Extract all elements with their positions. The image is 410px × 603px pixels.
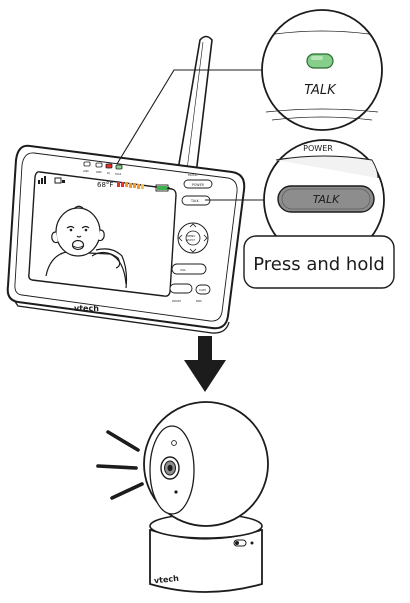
nav-down-arrow-icon	[189, 248, 197, 253]
talk-led-label: TALK	[304, 83, 337, 98]
callout-leader-lines	[116, 69, 268, 201]
power-button-partial-label: POWER	[303, 144, 333, 153]
sound-level-meter	[117, 182, 144, 189]
monitor-brand: vtech	[74, 304, 99, 313]
led-leader-line	[116, 69, 268, 165]
led-label-snd: SND	[96, 170, 102, 174]
monitor-controls: MUSIC POWER TALK MENU SELECT VOL ZOOM CA…	[169, 173, 213, 303]
nav-up-arrow-icon	[189, 223, 197, 228]
nav-right-arrow-icon	[203, 234, 208, 242]
monitor-led-row: LINK SND DJ TALK	[83, 161, 123, 176]
select-label: SELECT	[186, 239, 196, 242]
talk-led-callout: TALK	[261, 9, 383, 131]
instruction-text: Press and hold	[253, 254, 385, 275]
arrow-down-icon	[184, 336, 226, 392]
volume-button-label: VOL	[180, 268, 186, 272]
power-button-label: POWER	[192, 183, 205, 187]
signal-icon	[38, 176, 46, 184]
talk-button-zoomed-label: TALK	[313, 193, 340, 206]
baby-camera: vtech	[143, 401, 269, 593]
camera-brand: vtech	[153, 574, 179, 586]
camera-microphone	[174, 490, 178, 494]
camera-sensor	[171, 440, 177, 446]
volume-button[interactable]	[171, 263, 207, 275]
camera-status-icon	[54, 177, 65, 184]
talk-led-zoom-circle	[261, 9, 383, 131]
power-button[interactable]	[183, 179, 213, 189]
led-label-link: LINK	[83, 169, 89, 173]
parent-monitor: 68°F	[6, 35, 246, 334]
screen-temperature: 68°F	[97, 181, 113, 189]
zoom-label: ZOOM	[172, 299, 181, 303]
led-label-talk: TALK	[115, 172, 122, 176]
pan-label: PAN	[196, 299, 202, 303]
talk-button-callout: POWER TALK	[263, 139, 385, 261]
talk-button-label: TALK	[190, 199, 200, 203]
led-label-dj: DJ	[107, 171, 110, 175]
music-label: MUSIC	[188, 173, 198, 177]
menu-select-label: MENU	[187, 234, 195, 238]
zoom-pan-button[interactable]	[169, 283, 193, 294]
camera-base	[149, 529, 263, 593]
baby-illustration	[45, 205, 128, 289]
instruction-box: Press and hold	[243, 235, 395, 289]
nav-left-arrow-icon	[178, 234, 183, 242]
cam-button-label: CAM	[199, 288, 206, 292]
cam-button[interactable]	[195, 284, 211, 295]
battery-icon	[155, 184, 170, 192]
sound-waves-icon	[96, 430, 144, 500]
talk-button-zoomed[interactable]	[277, 185, 375, 213]
